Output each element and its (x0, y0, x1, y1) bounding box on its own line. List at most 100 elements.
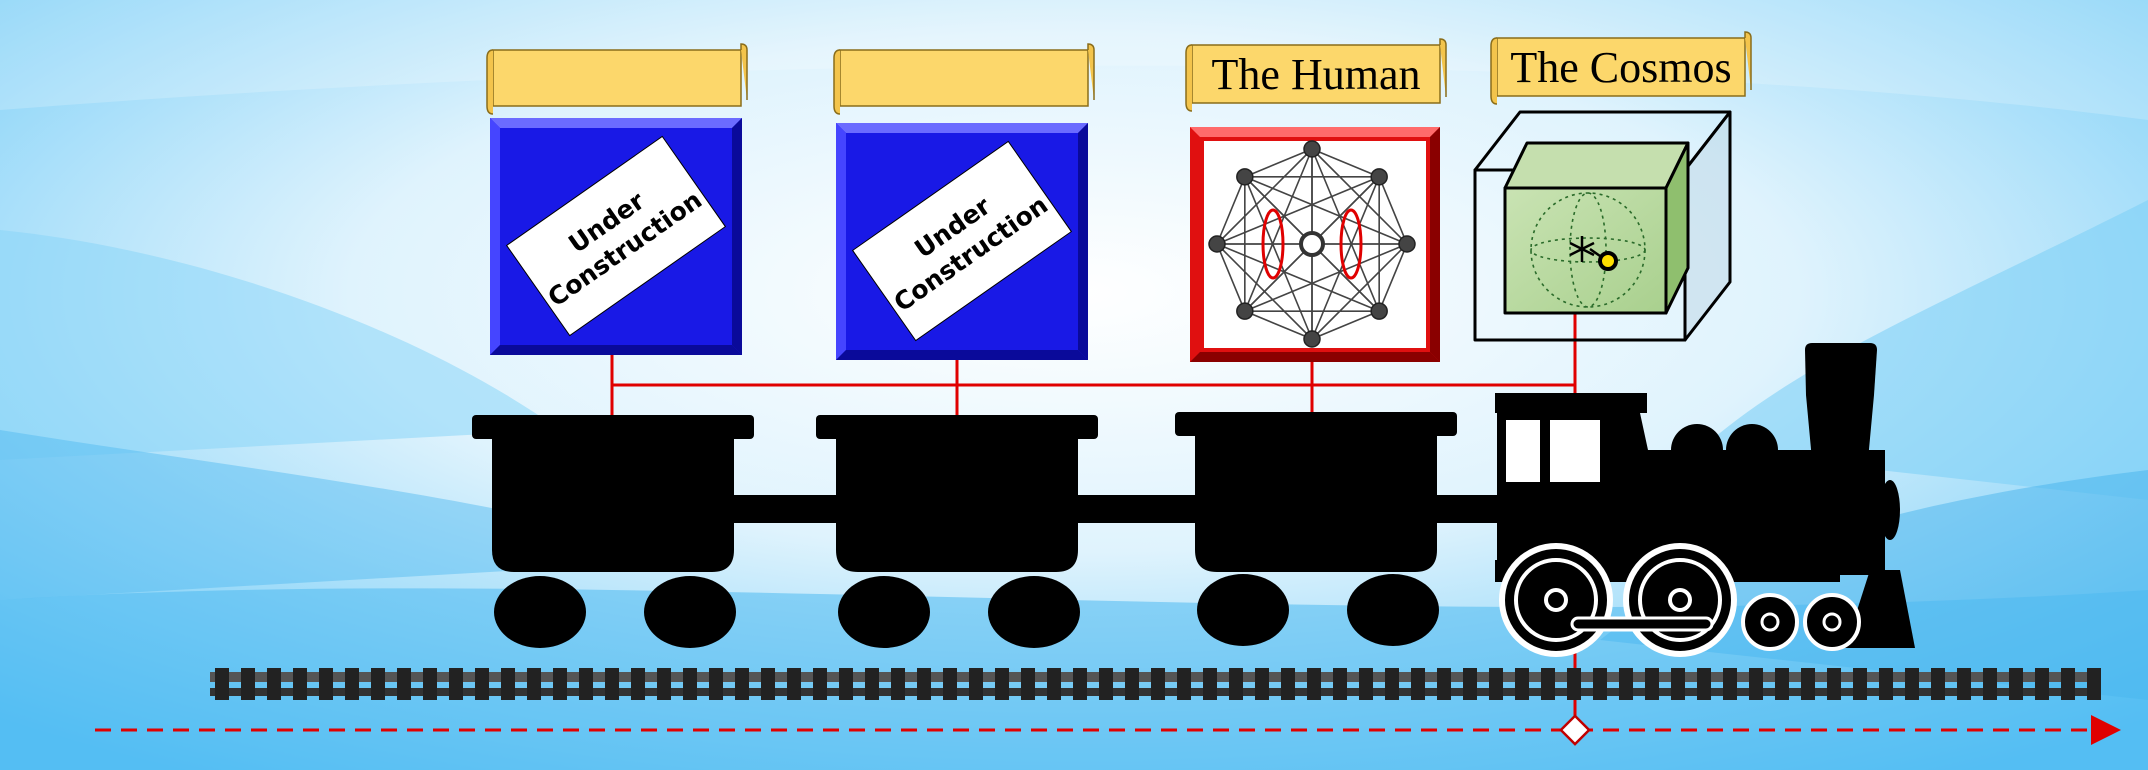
left-swoosh (0, 230, 560, 460)
rail-sleeper (631, 668, 645, 700)
panel-cosmos-cube (1473, 110, 1732, 342)
rail-sleeper (1047, 668, 1061, 700)
rail-sleeper (761, 668, 775, 700)
rail-sleeper (995, 668, 1009, 700)
network-edge (1244, 243, 1313, 312)
network-edge (1378, 176, 1408, 245)
locomotive (1495, 343, 1915, 657)
rail-sleeper (1749, 668, 1763, 700)
scroll-banner-4: The Cosmos (1490, 31, 1752, 105)
rail-sleeper (1697, 668, 1711, 700)
network-edge (1311, 243, 1380, 312)
cosmos-star-icon (1569, 236, 1595, 262)
rail-sleeper (397, 668, 411, 700)
rail-sleeper (267, 668, 281, 700)
panel-under-construction-1: Under Construction (490, 118, 742, 355)
rail-sleeper (1281, 668, 1295, 700)
rail-sleeper (1333, 668, 1347, 700)
rail-sleeper (1723, 668, 1737, 700)
rail-sleeper (449, 668, 463, 700)
rail-sleeper (1515, 668, 1529, 700)
panel-human-network (1190, 127, 1440, 362)
rail-sleeper (865, 668, 879, 700)
rail-sleeper (1879, 668, 1893, 700)
rail-sleeper (1541, 668, 1555, 700)
rail-sleeper (735, 668, 749, 700)
rail-sleeper (1801, 668, 1815, 700)
network-node (1303, 330, 1321, 348)
rail-sleeper (657, 668, 671, 700)
rail-sleeper (1671, 668, 1685, 700)
rail-sleeper (1463, 668, 1477, 700)
network-ring-right (1339, 208, 1363, 280)
rail-sleeper (241, 668, 255, 700)
rail-sleeper (683, 668, 697, 700)
rail-sleeper (1827, 668, 1841, 700)
rail-sleeper (917, 668, 931, 700)
train-car-2 (816, 415, 1098, 648)
rail-sleeper (969, 668, 983, 700)
rail-sleeper (1125, 668, 1139, 700)
rail-sleeper (1411, 668, 1425, 700)
rail-track (210, 668, 2101, 700)
rail-sleeper (1021, 668, 1035, 700)
rail-sleeper (1645, 668, 1659, 700)
rail-sleeper (2087, 668, 2101, 700)
network-edge (1244, 176, 1313, 245)
network-edge (1216, 176, 1246, 245)
network-ring-left (1261, 208, 1285, 280)
rail-sleeper (1489, 668, 1503, 700)
rail-sleeper (579, 668, 593, 700)
network-edge (1244, 148, 1313, 178)
rail-sleeper (943, 668, 957, 700)
scroll-label-3: The Human (1212, 50, 1421, 99)
rail-sleeper (2061, 668, 2075, 700)
rail-sleeper (709, 668, 723, 700)
rail-sleeper (839, 668, 853, 700)
network-node (1303, 140, 1321, 158)
rail-sleeper (1385, 668, 1399, 700)
network-node (1398, 235, 1416, 253)
network-edge (1244, 176, 1313, 340)
timeline-marker (1559, 714, 1591, 746)
rail-sleeper (1983, 668, 1997, 700)
network-node (1236, 168, 1254, 186)
panel-under-construction-2: Under Construction (836, 123, 1088, 360)
rail-sleeper (1151, 668, 1165, 700)
rail-sleeper (1957, 668, 1971, 700)
network-node (1370, 302, 1388, 320)
network-edge (1311, 310, 1380, 340)
cosmos-planet-icon (1598, 251, 1618, 271)
network-edge (1244, 176, 1408, 245)
rail-sleeper (1437, 668, 1451, 700)
train-car-3 (1175, 412, 1457, 646)
rail-sleeper (787, 668, 801, 700)
network-node (1208, 235, 1226, 253)
rail-sleeper (475, 668, 489, 700)
rail-sleeper (345, 668, 359, 700)
rail-sleeper (1229, 668, 1243, 700)
rail-sleeper (1931, 668, 1945, 700)
network-edge (1311, 148, 1380, 178)
scroll-banner-3: The Human (1185, 38, 1447, 112)
rail-sleeper (1307, 668, 1321, 700)
train (472, 343, 1915, 657)
rail-sleeper (527, 668, 541, 700)
rail-sleeper (371, 668, 385, 700)
rail-sleeper (1177, 668, 1191, 700)
rail-sleeper (813, 668, 827, 700)
rail-sleeper (501, 668, 515, 700)
rail-sleeper (2009, 668, 2023, 700)
rail-sleeper (2035, 668, 2049, 700)
rail-sleeper (319, 668, 333, 700)
network-edge (1378, 243, 1408, 312)
scroll-banner-2 (833, 43, 1095, 115)
rail-sleeper (1775, 668, 1789, 700)
rail-sleeper (1359, 668, 1373, 700)
scroll-label-4: The Cosmos (1510, 43, 1731, 92)
rail-sleeper (1567, 668, 1581, 700)
under-construction-sign-2 (851, 140, 1073, 342)
network-node (1236, 302, 1254, 320)
